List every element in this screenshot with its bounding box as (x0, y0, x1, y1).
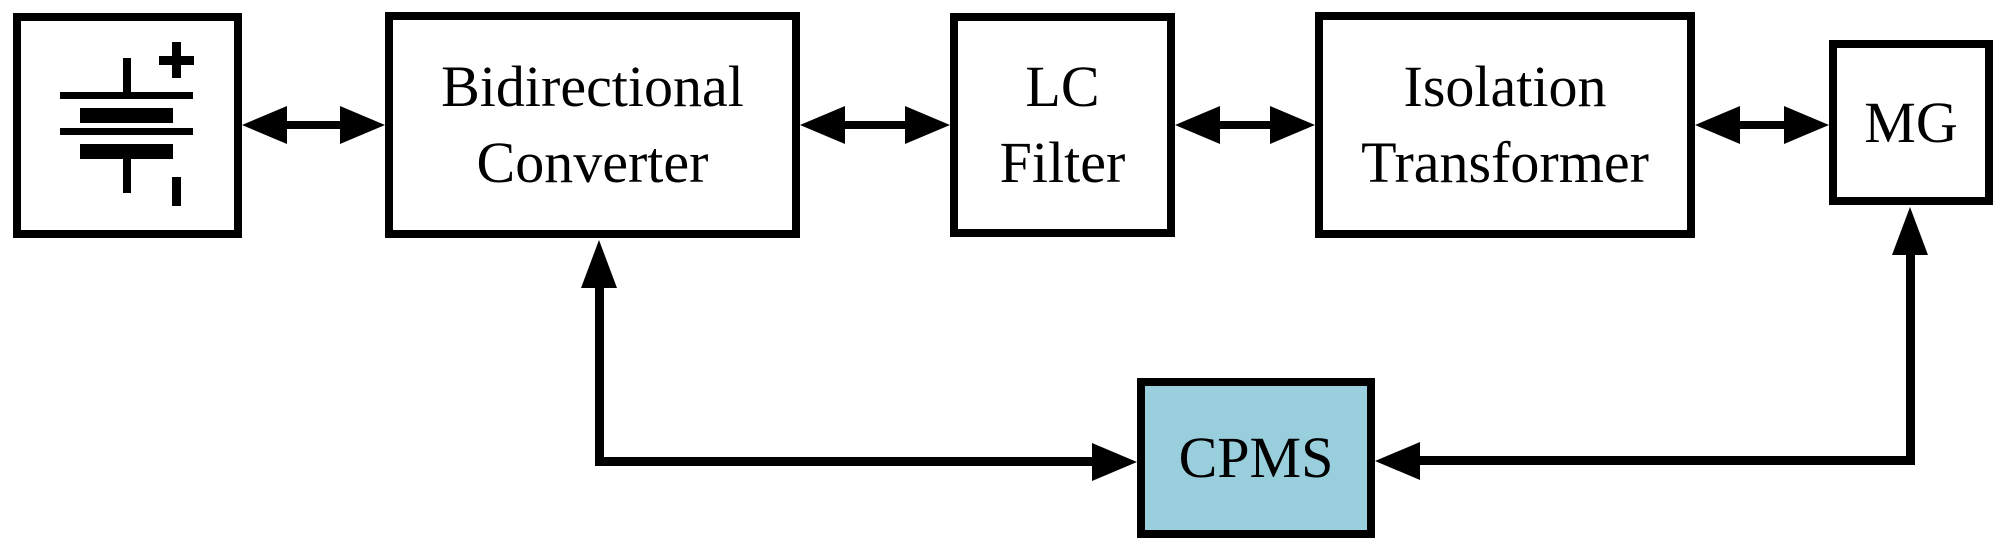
arrow-shaft (1730, 121, 1794, 129)
arrowhead-right-icon (340, 106, 385, 144)
battery-icon (21, 21, 234, 230)
battery-positive-terminal (123, 58, 131, 93)
arrow-converter-lc-filter (800, 103, 950, 147)
isolation-transformer-block: Isolation Transformer (1315, 12, 1695, 238)
cpms-block: CPMS (1137, 378, 1375, 538)
battery-minus-icon (172, 177, 181, 206)
arrowhead-right-icon (1784, 106, 1829, 144)
arrow-lc-filter-isolation-transformer (1175, 103, 1315, 147)
bidirectional-converter-label: Bidirectional Converter (441, 54, 744, 195)
mg-block: MG (1829, 40, 1993, 205)
battery-negative-terminal (123, 159, 131, 193)
arrow-shaft (835, 121, 915, 129)
lc-filter-block: LC Filter (950, 13, 1175, 237)
lc-filter-label: LC Filter (999, 54, 1126, 195)
battery-plate-long (60, 128, 193, 135)
control-line-horizontal (595, 457, 1095, 466)
arrowhead-right-icon (1092, 443, 1137, 481)
battery-plate-short (80, 144, 173, 159)
isolation-transformer-label: Isolation Transformer (1361, 54, 1649, 195)
arrowhead-up-icon (581, 240, 617, 288)
battery-plate-short (80, 108, 173, 123)
arrowhead-right-icon (905, 106, 950, 144)
arrow-shaft (1210, 121, 1280, 129)
cpms-label: CPMS (1178, 425, 1334, 490)
arrow-shaft (277, 121, 350, 129)
bidirectional-converter-block: Bidirectional Converter (385, 12, 800, 238)
control-line-horizontal (1415, 456, 1915, 465)
arrowhead-right-icon (1270, 106, 1315, 144)
arrowhead-up-icon (1892, 207, 1928, 255)
arrow-battery-converter (242, 103, 385, 147)
control-line-vertical (1906, 252, 1915, 465)
arrow-isolation-transformer-mg (1695, 103, 1829, 147)
battery-plus-icon (172, 42, 181, 78)
arrowhead-left-icon (1375, 442, 1420, 480)
battery-plate-long (60, 92, 193, 99)
control-line-vertical (595, 285, 604, 465)
battery-block (13, 13, 242, 238)
mg-label: MG (1864, 89, 1958, 155)
